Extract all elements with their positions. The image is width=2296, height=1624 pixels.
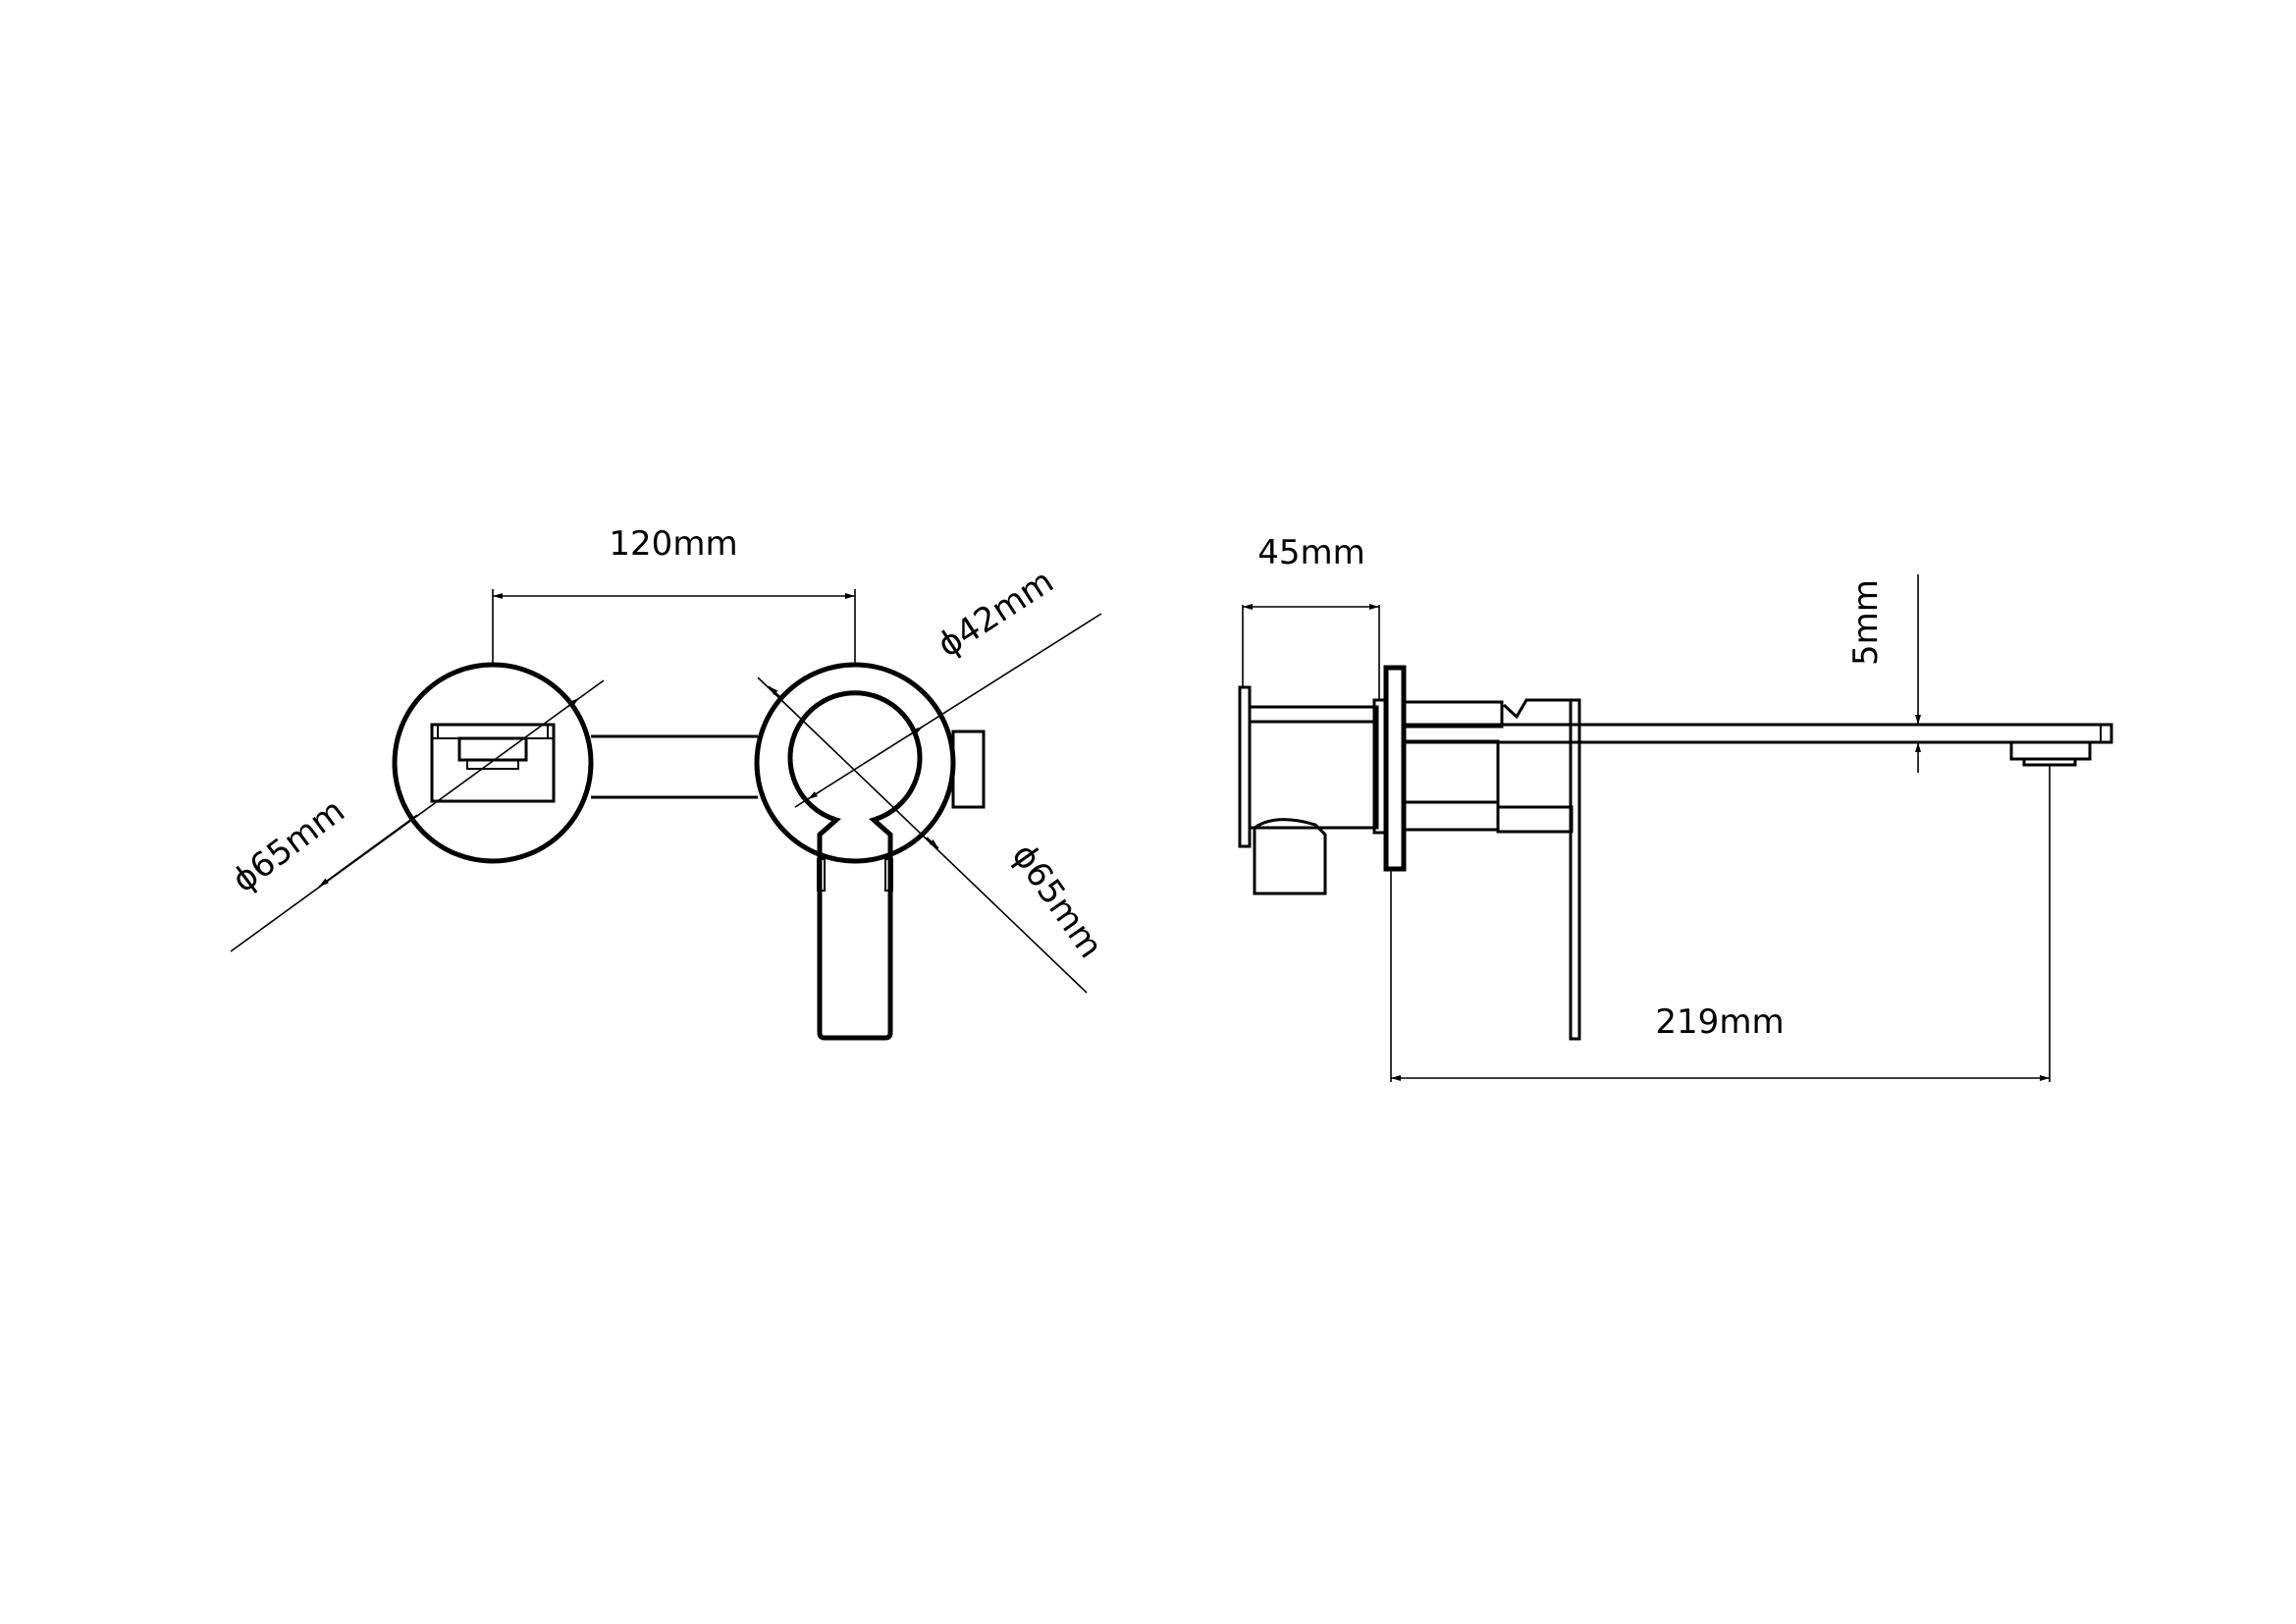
valve-body — [1248, 698, 1388, 895]
left-cover-plate — [392, 662, 594, 864]
dimension-45mm: 45mm — [1257, 533, 1365, 572]
front-view: 120mm ϕ65mm ϕ42mm ϕ65mm — [225, 524, 1110, 1041]
mixer-handle — [787, 690, 923, 1041]
mixer-body — [1402, 698, 1574, 834]
dimension-right-plate-diameter: ϕ65mm — [1004, 837, 1110, 965]
dimension-219mm: 219mm — [1655, 1002, 1784, 1042]
dimension-left-plate-diameter: ϕ65mm — [225, 791, 351, 900]
dimension-120mm: 120mm — [609, 524, 737, 564]
connecting-pipe — [591, 734, 758, 799]
side-tab — [951, 730, 986, 809]
wall-flange — [1383, 665, 1407, 872]
aerator — [2009, 740, 2092, 767]
spout — [1402, 723, 2113, 744]
dimension-handle-diameter: ϕ42mm — [931, 562, 1060, 665]
dimension-5mm: 5mm — [1846, 579, 1886, 666]
lever — [1569, 698, 1581, 1041]
spout-outlet — [430, 723, 556, 803]
side-view: 45mm 5mm 219mm — [1238, 533, 2113, 1082]
